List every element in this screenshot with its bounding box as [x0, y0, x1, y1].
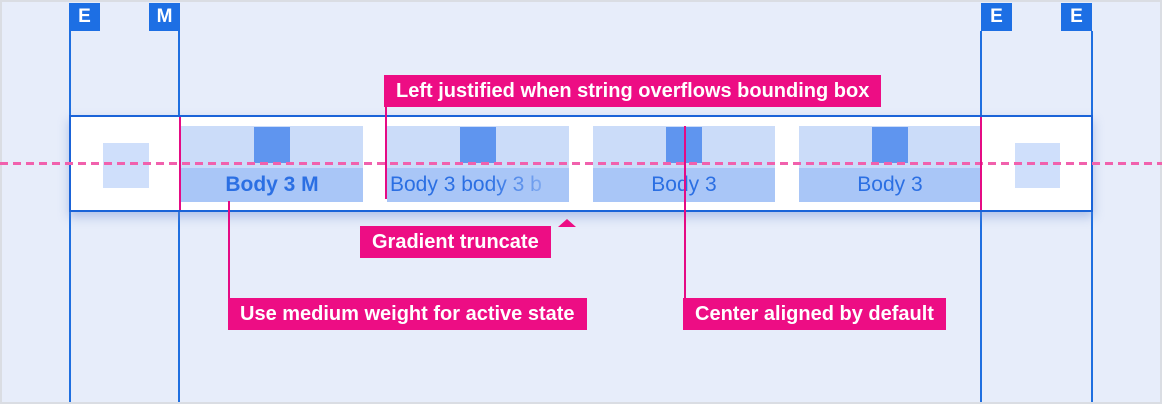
spacing-marker-m: M	[149, 3, 180, 31]
tab-padding-area	[387, 126, 569, 168]
annotation-pointer-triangle	[558, 219, 576, 227]
tab-label-text: Body 3	[857, 173, 923, 196]
tab-icon-placeholder	[460, 127, 496, 163]
tab-label-text: Body 3 body 3 b	[390, 173, 542, 196]
leader-line-center-aligned	[684, 126, 686, 299]
marker-letter: E	[78, 6, 91, 27]
spacing-marker-e-left: E	[69, 3, 100, 31]
tab-label-text: Body 3	[651, 173, 717, 196]
annotation-center-aligned: Center aligned by default	[683, 298, 946, 330]
marker-letter: E	[990, 6, 1003, 27]
annotation-left-justified: Left justified when string overflows bou…	[384, 75, 882, 107]
tab-active[interactable]: Body 3 M	[181, 126, 363, 202]
leader-line-medium-weight	[228, 201, 230, 298]
guide-line-right-edge	[1091, 31, 1093, 402]
tab-truncated[interactable]: Body 3 body 3 b	[387, 126, 569, 202]
spacing-marker-e-right-inner: E	[981, 3, 1012, 31]
annotation-gradient-truncate: Gradient truncate	[360, 226, 551, 258]
tab-icon-placeholder	[872, 127, 908, 163]
marker-letter: M	[156, 6, 173, 27]
leader-line-tabstrip-end	[980, 117, 982, 210]
center-dashed-line	[0, 162, 1162, 165]
tab-label: Body 3 body 3 b	[387, 168, 569, 202]
guide-line-left-margin	[178, 31, 180, 402]
tab-padding-area	[181, 126, 363, 168]
tab-label: Body 3	[799, 168, 981, 202]
leader-line-tabstrip-start	[179, 117, 181, 210]
tab-label: Body 3 M	[181, 168, 363, 202]
tab-icon-placeholder	[254, 127, 290, 163]
margin-spacer-right	[1015, 143, 1060, 188]
spacing-marker-e-right-outer: E	[1061, 3, 1092, 31]
tab-label-text: Body 3 M	[225, 173, 319, 196]
tab-padding-area	[799, 126, 981, 168]
margin-spacer-left	[103, 143, 149, 188]
tab-default-2[interactable]: Body 3	[799, 126, 981, 202]
guide-line-right-margin	[980, 31, 982, 402]
marker-letter: E	[1070, 6, 1083, 27]
guide-line-left-edge	[69, 31, 71, 402]
annotation-medium-weight: Use medium weight for active state	[228, 298, 587, 330]
leader-line-left-justified	[385, 106, 387, 199]
